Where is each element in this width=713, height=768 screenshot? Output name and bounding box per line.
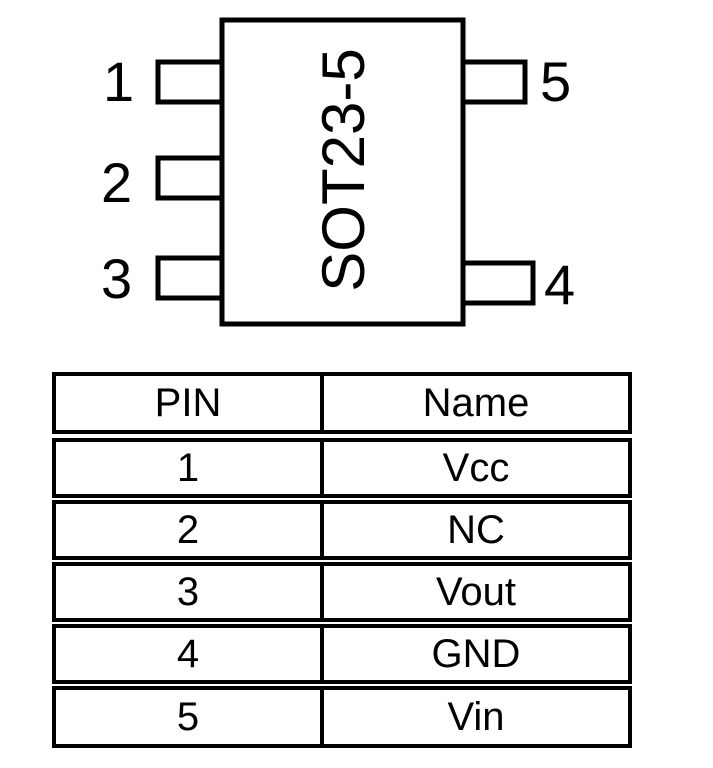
pin-4-lead [460,260,536,306]
pin-column-header: PIN [56,376,324,430]
pin-cell: 3 [56,566,324,618]
pin-cell: 4 [56,628,324,680]
pin-2-lead [155,155,225,201]
pin-2-number: 2 [101,151,132,214]
table-row: 4 GND [52,624,632,684]
sot23-5-package-drawing: 1 2 3 5 4 SOT23-5 [101,17,575,327]
table-row: 3 Vout [52,562,632,622]
table-row: 2 NC [52,500,632,560]
pin-cell: 5 [56,690,324,744]
name-cell: Vout [435,569,517,614]
name-column-header: Name [422,380,530,425]
pin-5-number: 5 [540,50,571,113]
pin-4-number: 4 [544,253,575,316]
table-row: 1 Vcc [52,438,632,498]
name-cell: NC [447,507,505,552]
pin-cell: 1 [56,442,324,494]
pin-table: PIN Name 1 Vcc 2 NC 3 Vout 4 GND 5 Vin [52,372,632,748]
pin-1-lead [155,59,225,105]
table-header-row: PIN Name [52,372,632,434]
pin-5-lead [460,59,528,105]
name-cell: GND [431,631,521,676]
package-label: SOT23-5 [310,48,377,291]
pin-3-number: 3 [101,247,132,310]
pin-3-lead [155,255,225,301]
name-cell: Vin [447,694,505,739]
name-cell: Vcc [442,445,510,490]
pin-1-number: 1 [103,50,134,113]
pin-cell: 2 [56,504,324,556]
table-row: 5 Vin [52,686,632,748]
